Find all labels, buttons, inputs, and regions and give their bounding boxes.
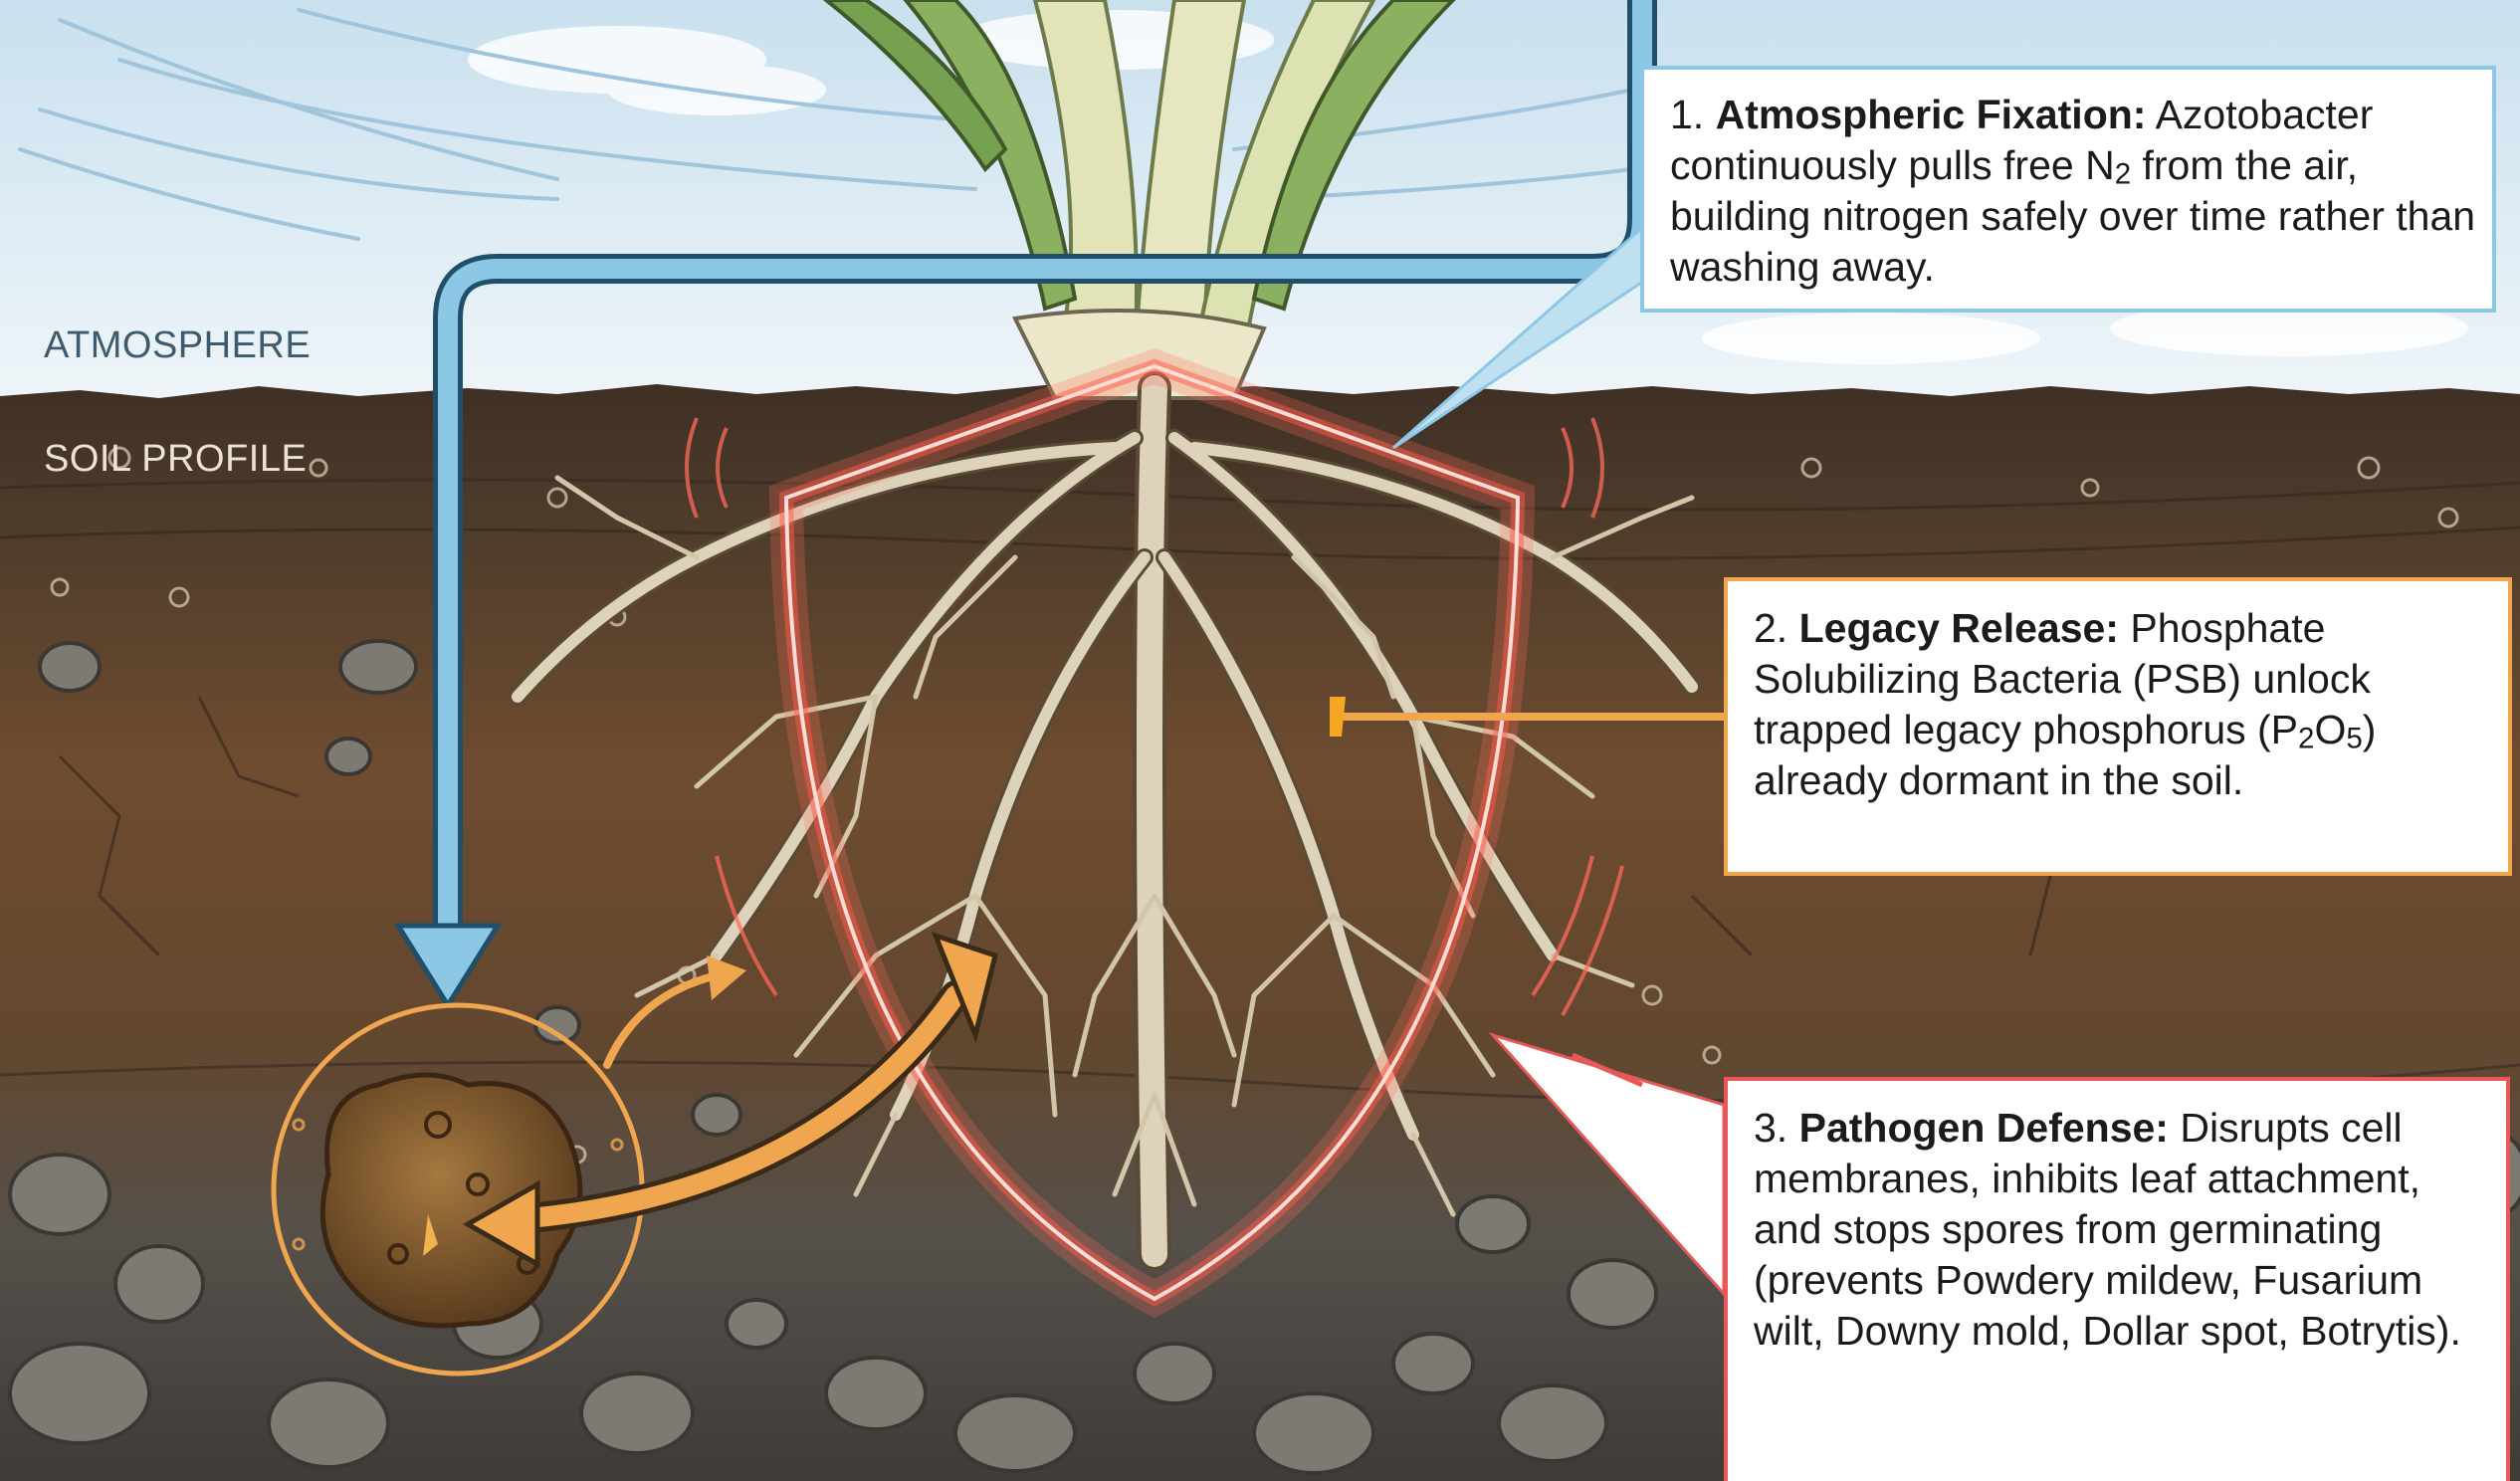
callout-title: Atmospheric Fixation:: [1716, 92, 2147, 137]
callout-legacy-release: 2. Legacy Release: Phosphate Solubilizin…: [1724, 577, 2512, 876]
callout-subscript: 2: [2298, 722, 2314, 754]
callout-subscript: 5: [2346, 722, 2362, 754]
callout-atmospheric-fixation: 1. Atmospheric Fixation: Azotobacter con…: [1640, 66, 2496, 313]
callout-text: O: [2314, 707, 2346, 752]
callout-number: 3.: [1754, 1105, 1787, 1151]
callout-line: 2. Legacy Release: Phosphate Solubilizin…: [1754, 603, 2492, 806]
callout-line: 1. Atmospheric Fixation: Azotobacter con…: [1670, 90, 2476, 293]
callout-subscript: 2: [2115, 157, 2131, 190]
callout-number: 1.: [1670, 92, 1704, 137]
soil-profile-label: SOIL PROFILE: [44, 438, 307, 481]
callout-title: Legacy Release:: [1799, 605, 2119, 651]
callout-line: 3. Pathogen Defense: Disrupts cell membr…: [1754, 1103, 2490, 1357]
atmosphere-label: ATMOSPHERE: [44, 324, 311, 367]
callout-pathogen-defense: 3. Pathogen Defense: Disrupts cell membr…: [1724, 1077, 2510, 1481]
callout-number: 2.: [1754, 605, 1787, 651]
callout-title: Pathogen Defense:: [1799, 1105, 2169, 1151]
